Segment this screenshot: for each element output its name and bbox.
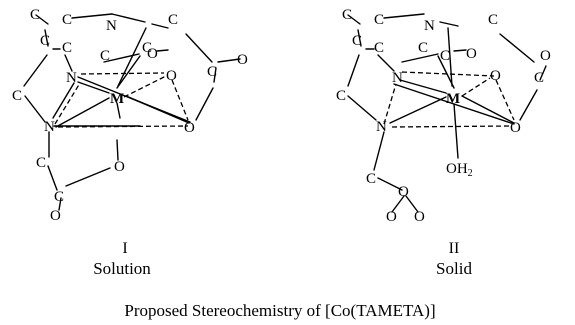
atom-label: O [510,120,521,136]
structure-I: C N C C C C C N C O O C O C M N O O C C … [12,7,248,278]
water-ligand: OH2 [446,161,473,179]
atom-label: C [142,40,152,56]
atom-label: O [166,68,177,84]
atom-label: O [386,209,397,225]
atom-label: C [336,88,346,104]
structure-II-numeral: II [449,240,460,257]
figure-caption: Proposed Stereochemistry of [Co(TAMETA)] [124,301,435,320]
structure-I-dashed-bonds [54,72,189,128]
atom-label: C [374,40,384,56]
structure-II-atoms: C N C C C C C N C O O C C M N O O C O O … [336,7,551,225]
atom-label: C [36,155,46,171]
atom-label: C [207,64,217,80]
atom-label: O [114,159,125,175]
structure-I-bonds [23,13,241,211]
atom-label: O [184,120,195,136]
atom-label: C [40,33,50,49]
structure-I-atoms: C N C C C C C N C O O C O C M N O O C C … [12,7,248,224]
structure-I-state-label: Solution [93,259,151,278]
atom-label: C [352,33,362,49]
atom-label: O [237,52,248,68]
structure-II-dashed-bonds [383,71,515,128]
atom-label: O [398,184,409,200]
atom-label: C [342,7,352,23]
atom-label: N [66,70,77,86]
atom-label: N [44,119,55,135]
atom-label: O [50,208,61,224]
atom-label: C [30,7,40,23]
atom-label: O [414,209,425,225]
atom-label: N [376,119,387,135]
structure-I-numeral: I [122,240,127,257]
atom-label: O [147,46,158,62]
atom-label: C [168,12,178,28]
atom-label: C [488,12,498,28]
atom-label: O [490,68,501,84]
metal-center-M: M [110,91,124,107]
atom-label: C [62,40,72,56]
atom-label: N [392,70,403,86]
atom-label: C [62,12,72,28]
atom-label: O [540,48,551,64]
atom-label: C [54,189,64,205]
structure-II-bonds [347,13,547,213]
atom-label: C [374,12,384,28]
atom-label: C [418,40,428,56]
atom-label: C [440,48,450,64]
metal-center-M: M [446,91,460,107]
atom-label: N [424,18,435,34]
atom-label: C [100,48,110,64]
atom-label: C [366,171,376,187]
atom-label: O [466,46,477,62]
atom-label: C [534,70,544,86]
structure-II: C N C C C C C N C O O C C M N O O C O O … [336,7,551,278]
structure-II-state-label: Solid [436,259,472,278]
atom-label: C [12,88,22,104]
atom-label: N [106,18,117,34]
